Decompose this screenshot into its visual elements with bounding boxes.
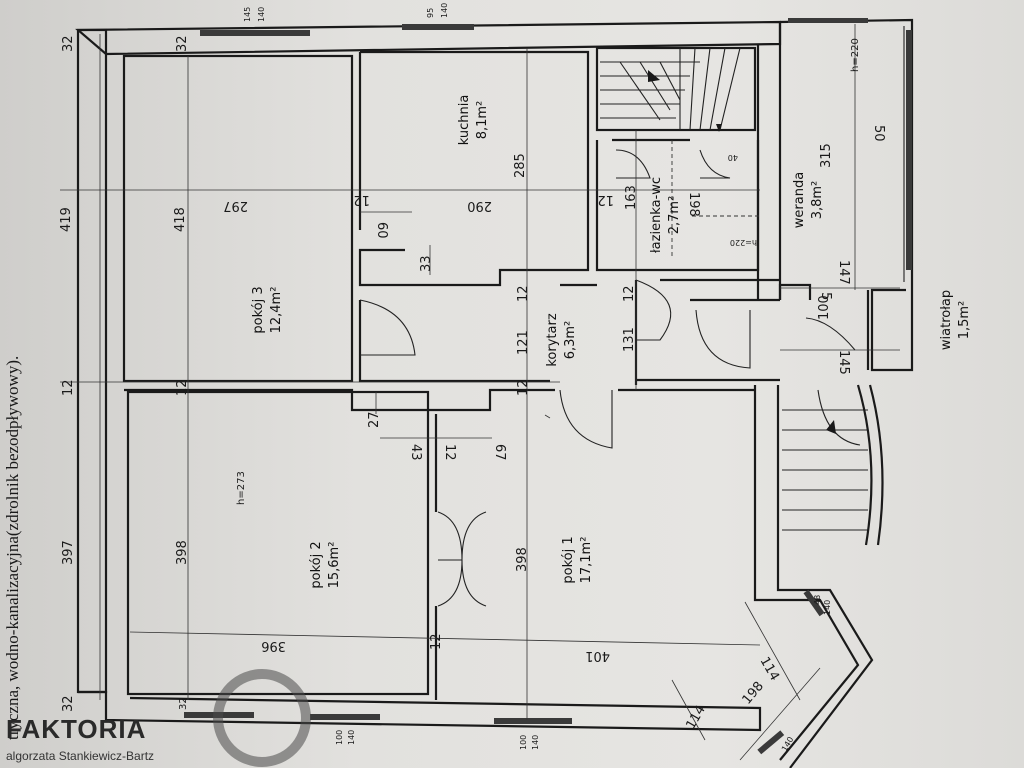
room-area: 6,3m² bbox=[563, 321, 578, 360]
dim-label: 396 bbox=[261, 638, 286, 653]
dim-label: 297 bbox=[223, 198, 248, 213]
logo-subtitle: algorzata Stankiewicz-Bartz bbox=[6, 749, 154, 763]
dim-label: 401 bbox=[585, 648, 610, 663]
dim-label: 418 bbox=[173, 207, 188, 232]
dim-label: 12 bbox=[597, 192, 614, 207]
room-name: pokój 3 bbox=[251, 286, 266, 333]
room-area: 2,7m² bbox=[667, 196, 682, 235]
dim-label: 32 bbox=[61, 35, 76, 52]
dim-label: 5 bbox=[818, 292, 833, 300]
dim-label: 140 bbox=[531, 735, 540, 750]
outer-walls bbox=[75, 18, 914, 768]
room-name: weranda bbox=[792, 172, 807, 228]
dim-label: 419 bbox=[59, 207, 74, 232]
dim-label: 67 bbox=[492, 444, 507, 461]
height-label: h=273 bbox=[236, 471, 247, 505]
doors bbox=[359, 149, 861, 607]
dim-label: 198 bbox=[686, 192, 701, 217]
dim-label: 12 bbox=[622, 285, 637, 302]
room-pokoj-2: pokój 2 15,6m² bbox=[309, 541, 342, 588]
logo-name: FAKTORIA bbox=[6, 714, 146, 744]
dimension-labels: 419 418 297 290 285 315 163 198 60 33 12… bbox=[59, 3, 886, 753]
dim-label: 397 bbox=[61, 540, 76, 565]
height-label: h=220 bbox=[730, 238, 757, 247]
dimension-lines bbox=[60, 24, 900, 761]
dim-label: 140 bbox=[257, 7, 266, 22]
dim-label: 398 bbox=[175, 540, 190, 565]
room-pokoj-1: pokój 1 17,1m² bbox=[561, 536, 594, 583]
room-weranda: weranda 3,8m² bbox=[792, 172, 825, 228]
dim-label: 48 bbox=[813, 595, 822, 605]
height-label: h=220 bbox=[850, 38, 861, 72]
dim-label: 114 bbox=[757, 655, 782, 684]
room-area: 15,6m² bbox=[327, 542, 342, 589]
side-caption: tryczna, wodno-kanalizacyjna(zdrolnik be… bbox=[3, 356, 22, 740]
room-area: 3,8m² bbox=[810, 181, 825, 220]
dim-label: 140 bbox=[440, 3, 449, 18]
dim-label: 32 bbox=[178, 697, 189, 710]
dim-label: 32 bbox=[175, 35, 190, 52]
dim-label: 43 bbox=[408, 444, 423, 461]
dim-label: 100 bbox=[335, 730, 344, 745]
dim-label: 140 bbox=[347, 730, 356, 745]
room-labels: pokój 3 12,4m² kuchnia 8,1m² łazienka-wc… bbox=[236, 38, 972, 588]
dim-label: 12 bbox=[442, 444, 457, 461]
internal-stairs bbox=[600, 47, 741, 132]
dim-label: 290 bbox=[467, 198, 492, 213]
dim-label: 315 bbox=[819, 143, 834, 168]
dim-label: 40 bbox=[728, 153, 738, 162]
dim-label: 131 bbox=[622, 327, 637, 352]
dim-label: 147 bbox=[836, 260, 851, 285]
room-area: 12,4m² bbox=[269, 287, 284, 334]
room-pokoj-3: pokój 3 12,4m² bbox=[251, 286, 284, 333]
dim-label: 121 bbox=[516, 330, 531, 355]
room-lazienka: łazienka-wc 2,7m² bbox=[649, 177, 682, 253]
dim-label: 12 bbox=[516, 285, 531, 302]
dim-label: 198 bbox=[740, 679, 767, 708]
room-korytarz: korytarz 6,3m² bbox=[545, 313, 578, 366]
room-name: kuchnia bbox=[457, 95, 472, 146]
room-name: pokój 1 bbox=[561, 536, 576, 583]
dim-label: 50 bbox=[871, 125, 886, 142]
dim-label: 27 bbox=[367, 411, 382, 428]
room-name: korytarz bbox=[545, 313, 560, 366]
dim-label: 12 bbox=[353, 192, 370, 207]
dim-label: 33 bbox=[419, 255, 434, 272]
dim-label: 100 bbox=[817, 295, 832, 320]
dim-label: 100 bbox=[519, 735, 528, 750]
dim-label: 285 bbox=[513, 153, 528, 178]
room-name: łazienka-wc bbox=[649, 177, 664, 253]
dim-label: 60 bbox=[374, 222, 389, 239]
dim-label: 12 bbox=[175, 379, 190, 396]
room-area: 17,1m² bbox=[579, 537, 594, 584]
windows bbox=[184, 18, 912, 755]
dim-label: 12 bbox=[516, 379, 531, 396]
faktoria-logo: FAKTORIA algorzata Stankiewicz-Bartz bbox=[6, 669, 311, 767]
dim-label: 12 bbox=[429, 633, 444, 650]
dim-label: 145 bbox=[243, 7, 252, 22]
room-area: 1,5m² bbox=[957, 301, 972, 340]
dim-label: 398 bbox=[515, 547, 530, 572]
room-kuchnia: kuchnia 8,1m² bbox=[457, 95, 490, 146]
room-name: pokój 2 bbox=[309, 541, 324, 588]
dim-label: 12 bbox=[61, 379, 76, 396]
dim-label: 140 bbox=[823, 600, 832, 615]
internal-walls bbox=[122, 46, 884, 700]
dim-label: 32 bbox=[61, 695, 76, 712]
dim-label: 145 bbox=[836, 350, 851, 375]
room-area: 8,1m² bbox=[475, 101, 490, 140]
dim-label: 163 bbox=[624, 185, 639, 210]
dim-label: 95 bbox=[426, 8, 435, 18]
room-name: wiatrołap bbox=[939, 290, 954, 350]
room-wiatrolap: wiatrołap 1,5m² bbox=[939, 290, 972, 350]
